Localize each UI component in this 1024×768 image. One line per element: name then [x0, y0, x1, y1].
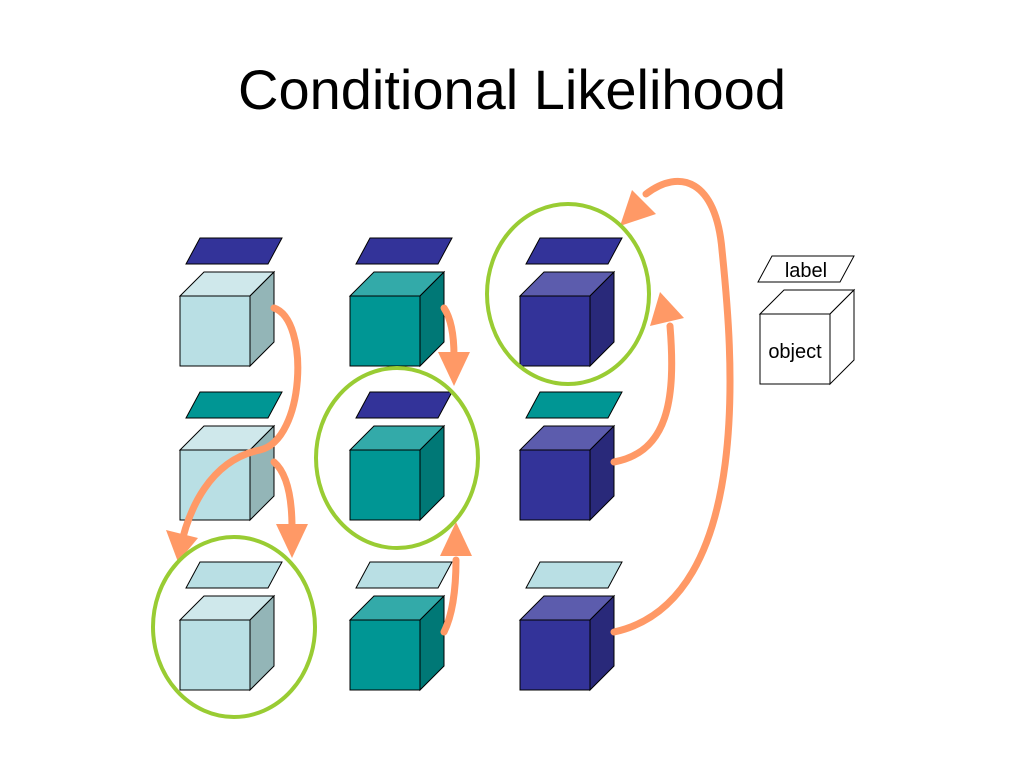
- highlight-circle-col1-row3: [151, 535, 317, 719]
- arrow-col1-row2-to-row3: [270, 458, 296, 532]
- cube-front: [179, 449, 251, 521]
- arrow-col3-row3-to-row1: [610, 177, 734, 636]
- cell-c2-r1: [348, 237, 453, 368]
- cell-c2-r2: [348, 391, 453, 522]
- label-parallelogram: [525, 237, 623, 265]
- arrowhead-col3-row3-to-row1: [620, 190, 656, 226]
- highlight-circle-col3-row1: [485, 202, 651, 386]
- cells-layer: [178, 237, 623, 692]
- legend-label-text: label: [785, 260, 827, 282]
- cell-c1-r2: [178, 391, 283, 522]
- cell-c1-r1: [178, 237, 283, 368]
- arrowhead-col1-row1-to-row3: [166, 530, 198, 562]
- cube-front: [349, 449, 421, 521]
- cell-c1-r3: [178, 561, 283, 692]
- arrow-col1-row1-to-row3: [176, 304, 302, 554]
- slide-title: Conditional Likelihood: [238, 58, 786, 121]
- arrows-layer: [166, 177, 734, 636]
- arrowhead-col2-row3-to-row2: [440, 522, 472, 556]
- cell-c3-r2: [518, 391, 623, 522]
- cell-c3-r3: [518, 561, 623, 692]
- label-parallelogram: [355, 561, 453, 589]
- legend-object-text: object: [768, 341, 822, 363]
- cube-front: [519, 295, 591, 367]
- arrow-col2-row1-to-row2: [440, 304, 458, 360]
- arrow-col2-row3-to-row2: [440, 556, 460, 636]
- label-parallelogram: [525, 391, 623, 419]
- label-parallelogram: [355, 237, 453, 265]
- cube-front: [349, 295, 421, 367]
- arrowhead-col3-row2-to-row1: [650, 292, 684, 326]
- label-parallelogram: [185, 561, 283, 589]
- circles-layer: [151, 202, 651, 719]
- legend: label object: [757, 255, 856, 386]
- cube-front: [519, 619, 591, 691]
- legend-label-parallelogram: [757, 255, 855, 283]
- cube-front: [179, 619, 251, 691]
- label-parallelogram: [355, 391, 453, 419]
- cube-front: [179, 295, 251, 367]
- cell-c3-r1: [518, 237, 623, 368]
- arrow-col3-row2-to-row1: [610, 322, 676, 466]
- legend-object-front: [759, 313, 831, 385]
- cube-front: [349, 619, 421, 691]
- arrowhead-col2-row1-to-row2: [438, 352, 470, 386]
- highlight-circle-col2-row2: [314, 366, 480, 550]
- label-parallelogram: [525, 561, 623, 589]
- label-parallelogram: [185, 391, 283, 419]
- label-parallelogram: [185, 237, 283, 265]
- cell-c2-r3: [348, 561, 453, 692]
- arrowhead-col1-row2-to-row3: [276, 524, 308, 558]
- cube-front: [519, 449, 591, 521]
